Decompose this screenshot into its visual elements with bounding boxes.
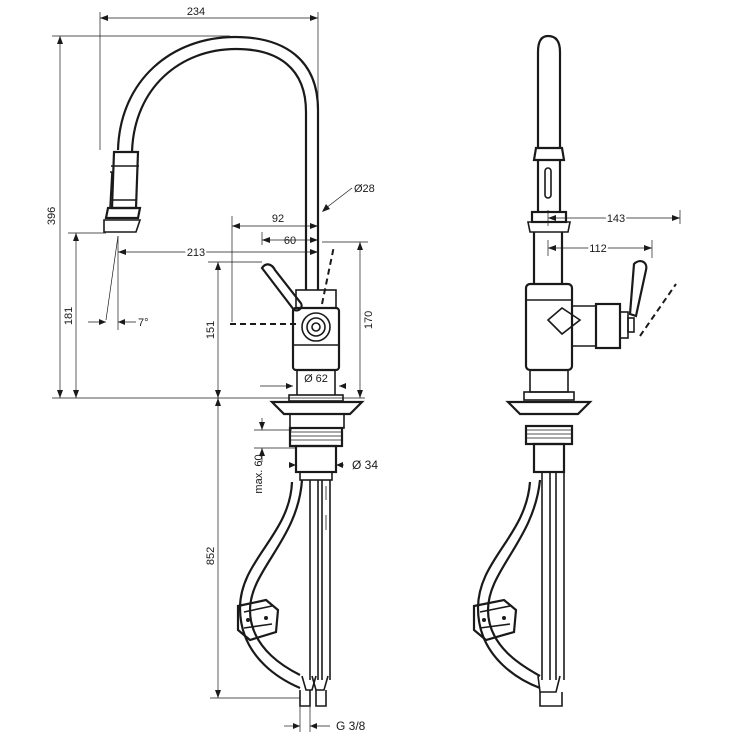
dim-max-60: max. 60 [253, 454, 265, 493]
dimension-lines [52, 12, 681, 732]
dimension-labels: 234 396 Ø28 92 60 213 181 7° 151 170 Ø 6… [46, 6, 627, 733]
dim-143: 143 [607, 213, 625, 225]
side-view [472, 34, 677, 707]
dim-396: 396 [46, 207, 58, 225]
spout-inner-curve [130, 47, 308, 290]
mounting-base [269, 400, 365, 429]
pull-out-spray-head [103, 150, 142, 233]
side-base [505, 400, 593, 416]
dim-thread: G 3/8 [336, 719, 366, 733]
dim-852: 852 [205, 547, 217, 565]
side-hoses [476, 472, 565, 707]
dim-hole-dia: Ø 34 [352, 458, 378, 472]
dim-angle-7: 7° [138, 317, 149, 329]
threaded-shank [288, 426, 344, 481]
side-spout [536, 34, 562, 148]
dim-151: 151 [205, 321, 217, 339]
dim-112: 112 [589, 243, 607, 255]
supply-hoses [238, 479, 331, 707]
dim-60: 60 [284, 235, 296, 247]
faucet-body [288, 289, 344, 402]
dim-213: 213 [187, 247, 205, 259]
dim-234: 234 [187, 6, 205, 18]
front-view [103, 35, 365, 707]
dim-base-dia: Ø 62 [304, 373, 328, 385]
side-shank [524, 424, 574, 446]
dim-181: 181 [63, 307, 75, 325]
spout-outer-curve [116, 35, 320, 290]
lever-handle [260, 263, 331, 342]
hose-weight [236, 598, 280, 642]
side-hose-weight [472, 598, 518, 642]
dim-spout-dia: Ø28 [354, 183, 375, 195]
dim-170: 170 [363, 311, 375, 329]
dim-92: 92 [272, 213, 284, 225]
side-body [523, 260, 677, 401]
